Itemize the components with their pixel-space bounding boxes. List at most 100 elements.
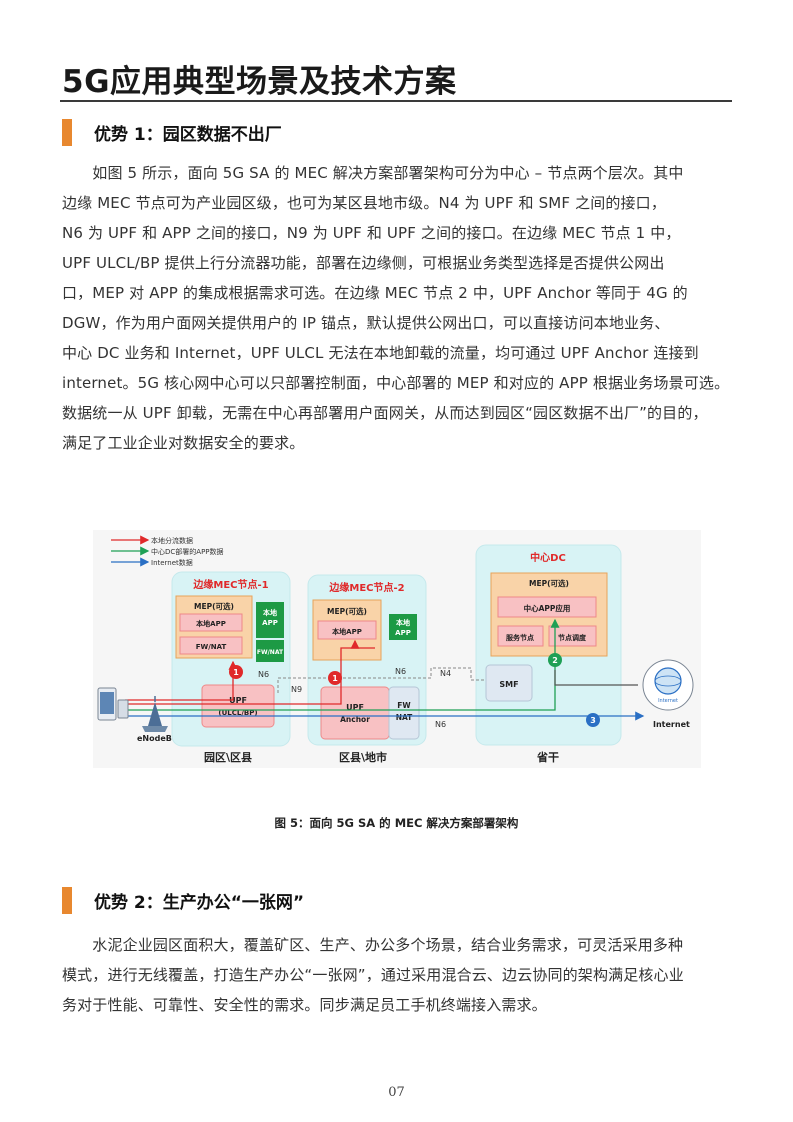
local-app-label: 本地APP (331, 627, 362, 636)
legend: 本地分流数据 中心DC部署的APP数据 Internet数据 (111, 535, 224, 567)
interface-n6-center: N6 (435, 720, 446, 729)
tower-body (148, 702, 162, 726)
app-green-box (256, 602, 284, 638)
globe-core (654, 667, 682, 695)
paragraph-line: 中心 DC 业务和 Internet，UPF ULCL 无法在本地卸载的流量，均… (62, 344, 699, 362)
node-sched-label: 节点调度 (558, 633, 587, 642)
n4-dashed-link (277, 667, 486, 693)
region-label: 园区\区县 (204, 751, 252, 764)
mep-label: MEP(可选) (529, 578, 569, 588)
page-title: 5G应用典型场景及技术方案 (62, 64, 457, 100)
smf-label: SMF (499, 680, 518, 689)
legend-label: 中心DC部署的APP数据 (151, 547, 224, 556)
enodeb-icon (142, 696, 168, 732)
fw-nat-box (388, 686, 420, 740)
legend-label: 本地分流数据 (151, 536, 193, 545)
globe-text: Internet (658, 698, 678, 704)
internet-label: Internet (653, 720, 690, 729)
section-heading-1: 优势 1：园区数据不出厂 (62, 119, 282, 146)
node-title: 中心DC (530, 551, 566, 564)
mec-node-1: 边缘MEC节点-1 MEP(可选) 本地APP FW/NAT 本地 APP FW… (171, 571, 291, 747)
upf-anchor-box (320, 686, 390, 740)
title-rule (60, 100, 732, 102)
fw-nat-label: FW/NAT (196, 643, 227, 651)
upf-label-1: UPF (346, 703, 364, 712)
mec-node-2: 边缘MEC节点-2 MEP(可选) 本地APP 本地 APP UPF Ancho… (307, 574, 427, 746)
service-node-box (497, 625, 544, 647)
globe-ring (654, 675, 682, 687)
phone-screen (100, 692, 114, 714)
upf-ulcl-box (201, 684, 275, 728)
service-node-label: 服务节点 (506, 633, 534, 642)
enodeb-label: eNodeB (137, 734, 172, 743)
section-marker (62, 887, 72, 914)
paragraph-line: 边缘 MEC 节点可为产业园区级，也可为某区县地市级。N4 为 UPF 和 SM… (62, 194, 666, 212)
section-heading-text: 优势 1：园区数据不出厂 (94, 125, 282, 145)
tower-base (142, 726, 168, 732)
architecture-figure: 本地分流数据 中心DC部署的APP数据 Internet数据 边缘MEC节点-1… (93, 530, 701, 768)
section-heading-2: 优势 2：生产办公“一张网” (62, 887, 304, 914)
interface-n6: N6 (258, 670, 269, 679)
node-sched-box (548, 625, 597, 647)
node-title: 边缘MEC节点-1 (192, 578, 268, 591)
marker-2 (548, 653, 562, 667)
page-number: 07 (388, 1085, 405, 1100)
paragraph-line: 口，MEP 对 APP 的集成根据需求可选。在边缘 MEC 节点 2 中，UPF… (62, 284, 688, 302)
app-green-label-1: 本地 (262, 608, 277, 617)
section-marker (62, 119, 72, 146)
marker-label: 3 (590, 716, 596, 725)
upf-label-2: Anchor (340, 715, 370, 724)
figure-caption: 图 5：面向 5G SA 的 MEC 解决方案部署架构 (274, 816, 519, 830)
center-app-box (497, 596, 597, 618)
fw-label-2: NAT (396, 713, 413, 722)
paragraph-line: UPF ULCL/BP 提供上行分流器功能，部署在边缘侧，可根据业务类型选择是否… (62, 254, 665, 272)
section-heading-text: 优势 2：生产办公“一张网” (94, 893, 305, 913)
region-label: 区县\地市 (339, 750, 387, 764)
tablet-icon (117, 699, 129, 719)
center-dc: 中心DC MEP(可选) 中心APP应用 服务节点 节点调度 SMF (475, 544, 622, 746)
smf-box (485, 664, 533, 702)
paragraph-line: DGW，作为用户面网关提供用户的 IP 锚点，默认提供公网出口，可以直接访问本地… (62, 314, 670, 332)
marker-label: 1 (233, 668, 239, 677)
app-green-label-2: APP (395, 629, 411, 637)
region-label: 省干 (536, 750, 559, 764)
marker-1 (229, 665, 243, 679)
local-app-box (317, 620, 377, 640)
marker-label: 1 (332, 674, 338, 683)
interface-n4: N4 (440, 669, 451, 678)
app-green-label-2: APP (262, 619, 278, 627)
fw-nat-green-label: FW/NAT (257, 649, 284, 656)
paragraph-line: 数据统一从 UPF 卸载，无需在中心再部署用户面网关，从而达到园区“园区数据不出… (62, 404, 708, 422)
local-app-label: 本地APP (195, 619, 226, 628)
node-title: 边缘MEC节点-2 (328, 581, 404, 594)
marker-label: 2 (552, 656, 558, 665)
interface-n6: N6 (395, 667, 406, 676)
paragraph-line: 满足了工业企业对数据安全的要求。 (62, 434, 305, 452)
paragraph-line: 水泥企业园区面积大，覆盖矿区、生产、办公多个场景，结合业务需求，可灵活采用多种 (62, 936, 684, 954)
paragraph-line: 如图 5 所示，面向 5G SA 的 MEC 解决方案部署架构可分为中心 – 节… (62, 164, 684, 182)
mep-label: MEP(可选) (327, 606, 367, 616)
app-green-box (389, 614, 417, 640)
center-app-label: 中心APP应用 (524, 603, 571, 613)
upf-label-2: (ULCL/BP) (218, 709, 257, 717)
interface-n9: N9 (291, 685, 302, 694)
paragraph-line: 模式，进行无线覆盖，打造生产办公“一张网”，通过采用混合云、边云协同的架构满足核… (62, 966, 684, 984)
center-internet-link (554, 670, 638, 686)
fw-nat-box (179, 636, 243, 655)
legend-label: Internet数据 (151, 558, 193, 567)
local-app-box (179, 613, 243, 632)
fw-nat-green-box (256, 640, 284, 662)
marker-3 (586, 713, 600, 727)
architecture-diagram: 本地分流数据 中心DC部署的APP数据 Internet数据 边缘MEC节点-1… (93, 530, 701, 768)
mep-label: MEP(可选) (194, 601, 234, 611)
marker-1b (328, 671, 342, 685)
internet-globe-icon: Internet (642, 659, 694, 711)
paragraph-line: N6 为 UPF 和 APP 之间的接口，N9 为 UPF 和 UPF 之间的接… (62, 224, 681, 242)
paragraph-line: 务对于性能、可靠性、安全性的需求。同步满足员工手机终端接入需求。 (62, 996, 547, 1014)
terminal-devices-icon (97, 687, 129, 721)
app-green-label-1: 本地 (395, 618, 410, 627)
upf-label-1: UPF (229, 696, 247, 705)
paragraph-line: internet。5G 核心网中心可以只部署控制面，中心部署的 MEP 和对应的… (62, 374, 730, 392)
local-flow-1 (125, 680, 234, 701)
fw-label-1: FW (397, 701, 411, 710)
